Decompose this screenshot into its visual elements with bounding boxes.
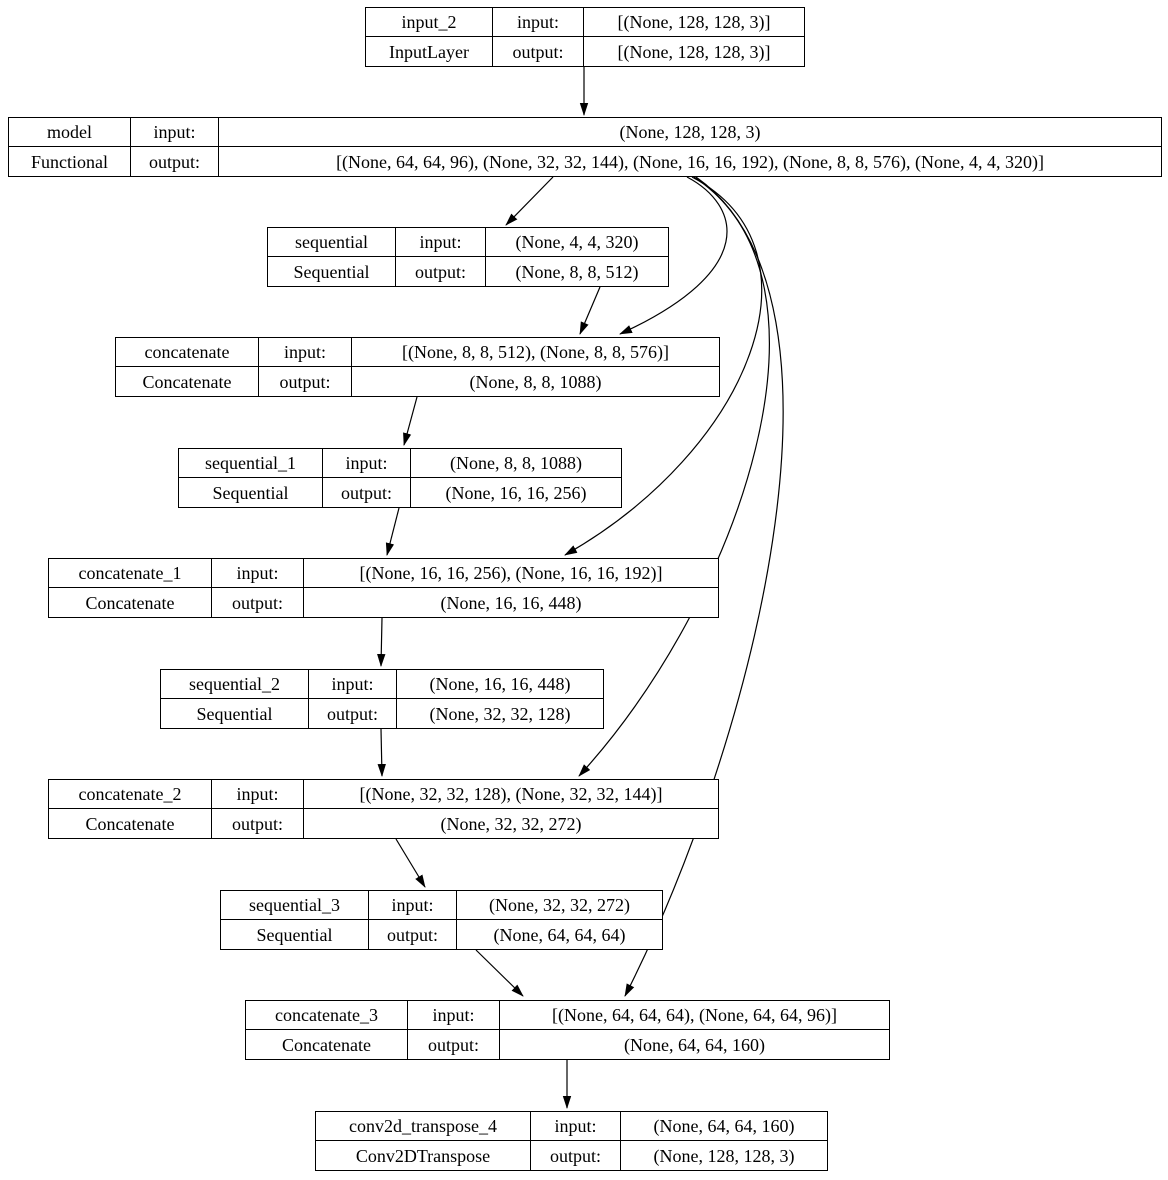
input-label: input: bbox=[396, 228, 486, 257]
layer-name: sequential_2 bbox=[161, 670, 309, 699]
input-shape: [(None, 16, 16, 256), (None, 16, 16, 192… bbox=[304, 559, 718, 588]
output-shape: (None, 32, 32, 128) bbox=[429, 703, 571, 724]
input-shape: (None, 8, 8, 1088) bbox=[411, 449, 621, 478]
output-label: output: bbox=[369, 920, 457, 949]
layer-type: Sequential bbox=[221, 920, 369, 949]
input-shape: (None, 16, 16, 448) bbox=[397, 670, 603, 699]
layer-name: input_2 bbox=[366, 8, 493, 37]
output-shape: (None, 64, 64, 160) bbox=[624, 1034, 765, 1055]
layer-name: conv2d_transpose_4 bbox=[316, 1112, 531, 1141]
output-shape: (None, 32, 32, 272) bbox=[440, 813, 582, 834]
input-shape: [(None, 8, 8, 512), (None, 8, 8, 576)] bbox=[352, 338, 719, 367]
edge-model-to-sequential bbox=[505, 176, 554, 226]
output-label: output: bbox=[531, 1141, 621, 1170]
output-label: output: bbox=[396, 257, 486, 286]
input-shape: [(None, 32, 32, 128), (None, 32, 32, 144… bbox=[304, 780, 718, 809]
node-sequential_3: sequential_3 input: (None, 32, 32, 272) … bbox=[220, 890, 663, 950]
output-shape: (None, 8, 8, 1088) bbox=[469, 371, 602, 392]
input-label: input: bbox=[309, 670, 397, 699]
input-shape: (None, 32, 32, 272) bbox=[457, 891, 662, 920]
node-sequential_2: sequential_2 input: (None, 16, 16, 448) … bbox=[160, 669, 604, 729]
edge-sequential_1-to-concatenate_1 bbox=[385, 507, 400, 556]
layer-type: Concatenate bbox=[116, 367, 259, 396]
output-label: output: bbox=[131, 147, 219, 176]
output-shape: (None, 64, 64, 64) bbox=[493, 924, 626, 945]
output-shape: (None, 8, 8, 512) bbox=[515, 261, 639, 282]
output-label: output: bbox=[212, 809, 304, 838]
node-input_2: input_2 input: [(None, 128, 128, 3)] Inp… bbox=[365, 7, 805, 67]
input-label: input: bbox=[323, 449, 411, 478]
layer-type: Sequential bbox=[268, 257, 396, 286]
layer-name: sequential bbox=[268, 228, 396, 257]
layer-type: Sequential bbox=[179, 478, 323, 507]
node-sequential_1: sequential_1 input: (None, 8, 8, 1088) S… bbox=[178, 448, 622, 508]
output-shape: (None, 16, 16, 256) bbox=[445, 482, 587, 503]
output-shape: [(None, 64, 64, 96), (None, 32, 32, 144)… bbox=[336, 151, 1044, 172]
layer-type: Concatenate bbox=[49, 809, 212, 838]
output-label: output: bbox=[212, 588, 304, 617]
node-concatenate: concatenate input: [(None, 8, 8, 512), (… bbox=[115, 337, 720, 397]
node-model: model input: (None, 128, 128, 3) Functio… bbox=[8, 117, 1162, 177]
input-label: input: bbox=[493, 8, 584, 37]
edge-concatenate_2-to-sequential_3 bbox=[395, 838, 426, 888]
node-sequential: sequential input: (None, 4, 4, 320) Sequ… bbox=[267, 227, 669, 287]
layer-name: model bbox=[9, 118, 131, 147]
edge-sequential-to-concatenate bbox=[579, 286, 601, 335]
layer-type: InputLayer bbox=[366, 37, 493, 66]
edge-concatenate_1-to-sequential_2 bbox=[377, 617, 386, 667]
layer-type: Functional bbox=[9, 147, 131, 176]
input-shape: [(None, 128, 128, 3)] bbox=[584, 8, 804, 37]
input-label: input: bbox=[131, 118, 219, 147]
output-label: output: bbox=[408, 1030, 500, 1059]
input-label: input: bbox=[408, 1001, 500, 1030]
edge-sequential_2-to-concatenate_2 bbox=[377, 728, 386, 777]
layer-name: concatenate_1 bbox=[49, 559, 212, 588]
output-shape: [(None, 128, 128, 3)] bbox=[617, 41, 771, 62]
input-label: input: bbox=[531, 1112, 621, 1141]
output-label: output: bbox=[323, 478, 411, 507]
input-label: input: bbox=[212, 780, 304, 809]
output-label: output: bbox=[309, 699, 397, 728]
output-label: output: bbox=[493, 37, 584, 66]
input-shape: [(None, 64, 64, 64), (None, 64, 64, 96)] bbox=[500, 1001, 889, 1030]
layer-type: Concatenate bbox=[246, 1030, 408, 1059]
output-shape: (None, 128, 128, 3) bbox=[653, 1145, 795, 1166]
layer-name: sequential_3 bbox=[221, 891, 369, 920]
node-concatenate_2: concatenate_2 input: [(None, 32, 32, 128… bbox=[48, 779, 719, 839]
input-shape: (None, 64, 64, 160) bbox=[621, 1112, 827, 1141]
layer-name: concatenate_2 bbox=[49, 780, 212, 809]
input-label: input: bbox=[212, 559, 304, 588]
node-concatenate_1: concatenate_1 input: [(None, 16, 16, 256… bbox=[48, 558, 719, 618]
node-concatenate_3: concatenate_3 input: [(None, 64, 64, 64)… bbox=[245, 1000, 890, 1060]
layer-type: Concatenate bbox=[49, 588, 212, 617]
input-shape: (None, 128, 128, 3) bbox=[219, 118, 1161, 147]
input-label: input: bbox=[369, 891, 457, 920]
input-label: input: bbox=[259, 338, 352, 367]
layer-name: concatenate_3 bbox=[246, 1001, 408, 1030]
edge-concatenate-to-sequential_1 bbox=[403, 396, 418, 446]
layer-name: concatenate bbox=[116, 338, 259, 367]
output-shape: (None, 16, 16, 448) bbox=[440, 592, 582, 613]
output-label: output: bbox=[259, 367, 352, 396]
node-conv2d_transpose_4: conv2d_transpose_4 input: (None, 64, 64,… bbox=[315, 1111, 828, 1171]
layer-name: sequential_1 bbox=[179, 449, 323, 478]
edge-sequential_3-to-concatenate_3 bbox=[475, 949, 524, 997]
layer-type: Conv2DTranspose bbox=[316, 1141, 531, 1170]
layer-type: Sequential bbox=[161, 699, 309, 728]
input-shape: (None, 4, 4, 320) bbox=[486, 228, 668, 257]
